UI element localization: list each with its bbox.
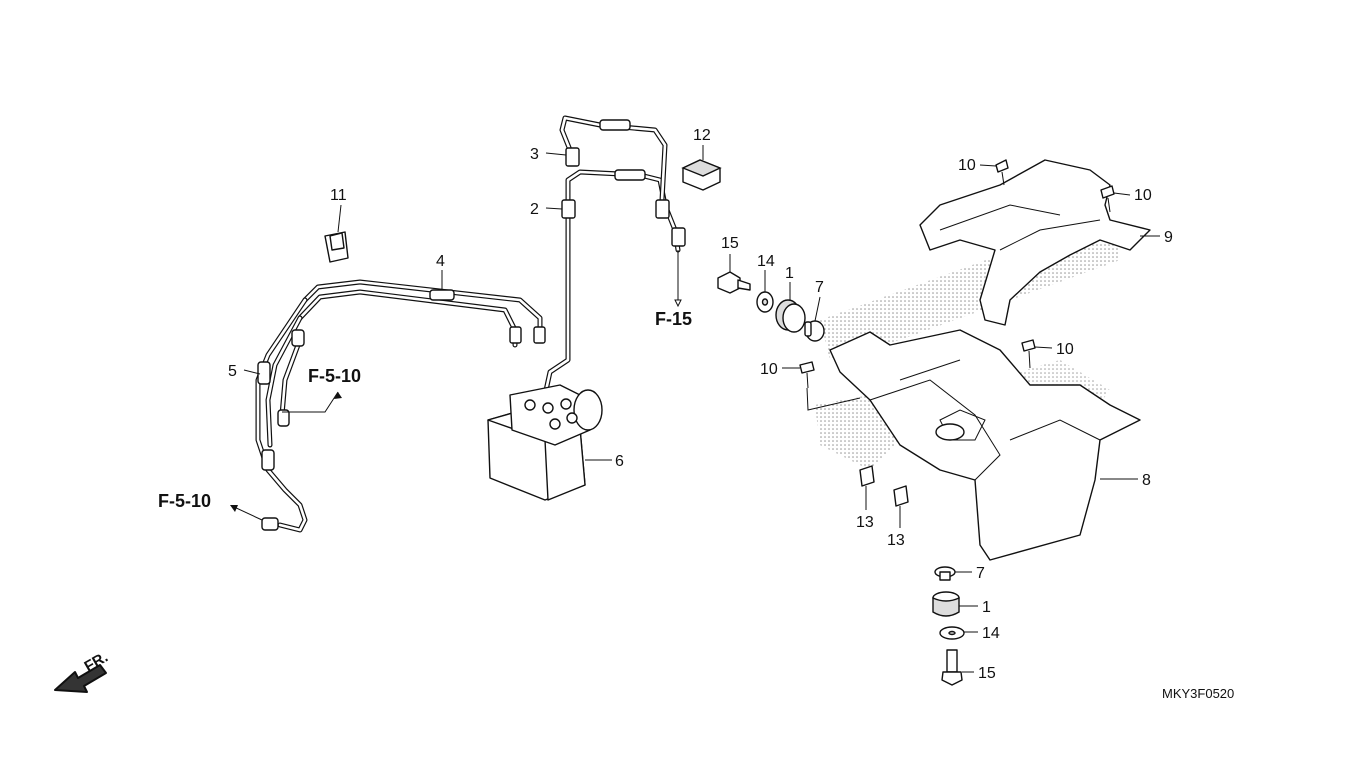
callout-1-top: 1: [785, 265, 794, 282]
callout-3: 3: [530, 146, 539, 163]
callout-13-b: 13: [887, 532, 905, 549]
front-arrow-icon: [54, 664, 107, 693]
rivet-10-b: [1100, 185, 1115, 213]
brake-hose-5: [255, 297, 308, 533]
clip-13-a: [859, 465, 875, 487]
abs-modulator-6: [487, 384, 603, 501]
ref-f-5-10-upper: F-5-10: [308, 366, 361, 386]
callout-7-top: 7: [815, 279, 824, 296]
brake-pipe-4: [297, 279, 546, 348]
bracket-11: [324, 231, 349, 263]
collar-7-top: [804, 320, 825, 342]
callout-7-bottom: 7: [976, 565, 985, 582]
callout-15-bottom: 15: [978, 665, 996, 682]
collar-7-bottom: [934, 566, 956, 581]
ref-f-15: F-15: [655, 309, 692, 329]
callout-15-top: 15: [721, 235, 739, 252]
callout-14-top: 14: [757, 253, 775, 270]
callout-5: 5: [228, 363, 237, 380]
callout-6: 6: [615, 453, 624, 470]
callout-2: 2: [530, 201, 539, 218]
callout-10-a: 10: [958, 157, 976, 174]
callout-13-a: 13: [856, 514, 874, 531]
washer-14-bottom: [939, 626, 965, 640]
callout-1-bottom: 1: [982, 599, 991, 616]
diagram-code: MKY3F0520: [1162, 686, 1234, 701]
leader-lines: [230, 145, 1160, 673]
front-label: FR.: [82, 649, 111, 676]
clip-12: [681, 159, 722, 191]
callout-14-bottom: 14: [982, 625, 1000, 642]
brake-pipe-2-3: [542, 115, 686, 398]
ref-f-5-10-lower: F-5-10: [158, 491, 211, 511]
rivet-10-c: [1021, 339, 1036, 369]
grommet-1-bottom: [932, 591, 960, 617]
callout-10-d: 10: [760, 361, 778, 378]
callout-12: 12: [693, 127, 711, 144]
rivet-10-d: [799, 361, 815, 389]
grommet-1-top: [775, 299, 806, 333]
cover-9: [919, 159, 1151, 326]
callout-10-c: 10: [1056, 341, 1074, 358]
callout-4: 4: [436, 253, 445, 270]
callout-8: 8: [1142, 472, 1151, 489]
callout-9: 9: [1164, 229, 1173, 246]
tray-8: [829, 329, 1141, 561]
bolt-15-top: [717, 271, 751, 294]
washer-14-top: [756, 291, 774, 313]
bolt-15-bottom: [941, 649, 963, 686]
callout-labels: 3 2 12 11 4 5 6 15 14 1 7 10 10 9 10 10 …: [82, 127, 1235, 701]
callout-11: 11: [330, 187, 347, 204]
clip-13-b: [893, 485, 909, 507]
callout-10-b: 10: [1134, 187, 1152, 204]
rivet-10-a: [995, 159, 1009, 186]
